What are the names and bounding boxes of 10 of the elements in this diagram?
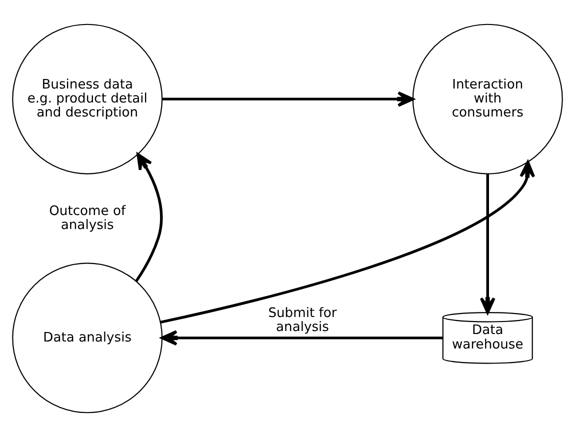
label: Outcome of analysis (49, 203, 126, 232)
arrow (135, 152, 163, 282)
arrow (160, 330, 443, 346)
node-circle: Interaction with consumers (412, 23, 563, 174)
arrow (162, 90, 414, 106)
arrow (480, 174, 496, 314)
edge-label: Submit for analysis (268, 305, 337, 334)
arrow (160, 160, 536, 324)
node-circle: Business data e.g. product detail and description (12, 23, 163, 174)
node-circle: Data analysis (12, 262, 163, 413)
